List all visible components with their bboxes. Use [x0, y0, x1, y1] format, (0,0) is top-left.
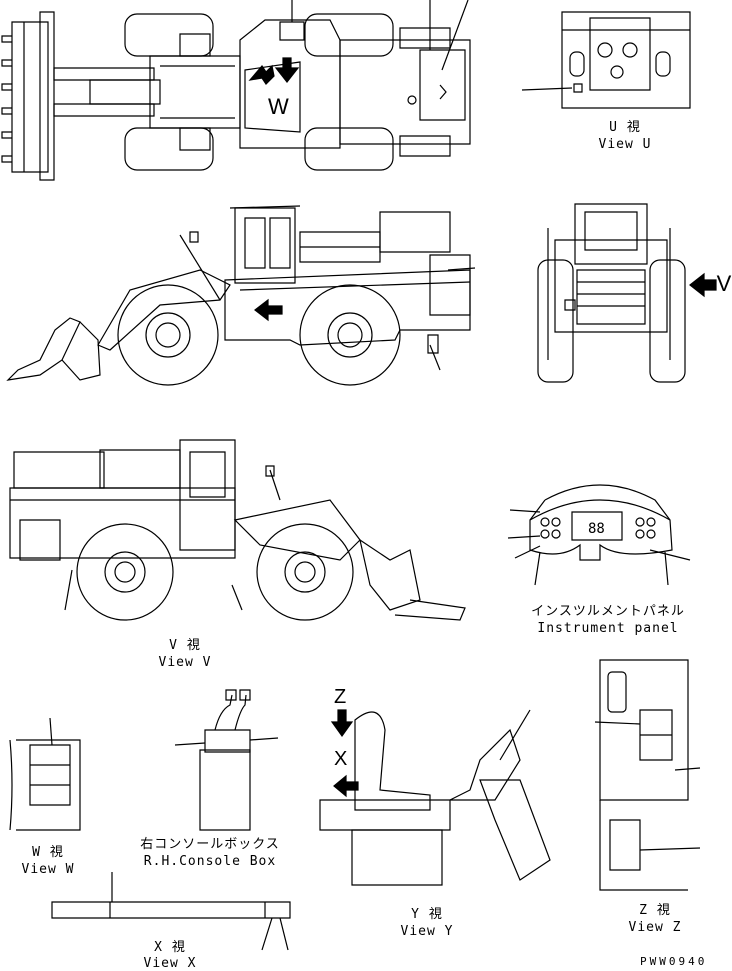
- arrow-z-letter: Z: [334, 686, 346, 708]
- svg-text:88: 88: [588, 521, 605, 537]
- view-y-label-en: View Y: [400, 924, 454, 939]
- instrument-panel-detail: 88: [508, 485, 690, 585]
- view-w-label-en: View W: [21, 862, 75, 877]
- drawing-code: PWW0940: [640, 955, 708, 968]
- view-w-detail: [10, 718, 80, 830]
- view-z-label-en: View Z: [628, 920, 682, 935]
- top-view-w-letter: W: [268, 94, 289, 119]
- view-v-label-jp: V 視: [169, 638, 201, 653]
- rear-view-loader: [538, 204, 716, 382]
- view-z-detail: [595, 660, 700, 890]
- view-y-seat: Z X: [320, 686, 550, 885]
- view-u-label-en: View U: [598, 137, 652, 152]
- console-box-label-jp: 右コンソールボックス: [140, 837, 280, 852]
- instrument-panel-label-en: Instrument panel: [537, 621, 679, 636]
- arrow-x-letter: X: [334, 748, 347, 770]
- view-w-label-jp: W 視: [32, 845, 64, 860]
- side-view-loader-left: [8, 206, 475, 385]
- view-y-label-jp: Y 視: [411, 907, 443, 922]
- top-view-loader: W: [2, 0, 470, 180]
- instrument-panel-label-jp: インスツルメントパネル: [531, 604, 685, 619]
- view-u-detail: [522, 12, 690, 108]
- view-v-label-en: View V: [158, 655, 212, 670]
- view-x-detail: [52, 872, 290, 950]
- rh-console-box-detail: [175, 690, 278, 830]
- view-u-label-jp: U 視: [609, 120, 641, 135]
- view-z-label-jp: Z 視: [639, 903, 671, 918]
- arrow-v-letter: V: [716, 271, 732, 296]
- view-x-label-en: View X: [143, 956, 197, 971]
- view-v-loader: [10, 440, 465, 620]
- view-x-label-jp: X 視: [154, 940, 186, 955]
- console-box-label-en: R.H.Console Box: [143, 854, 277, 869]
